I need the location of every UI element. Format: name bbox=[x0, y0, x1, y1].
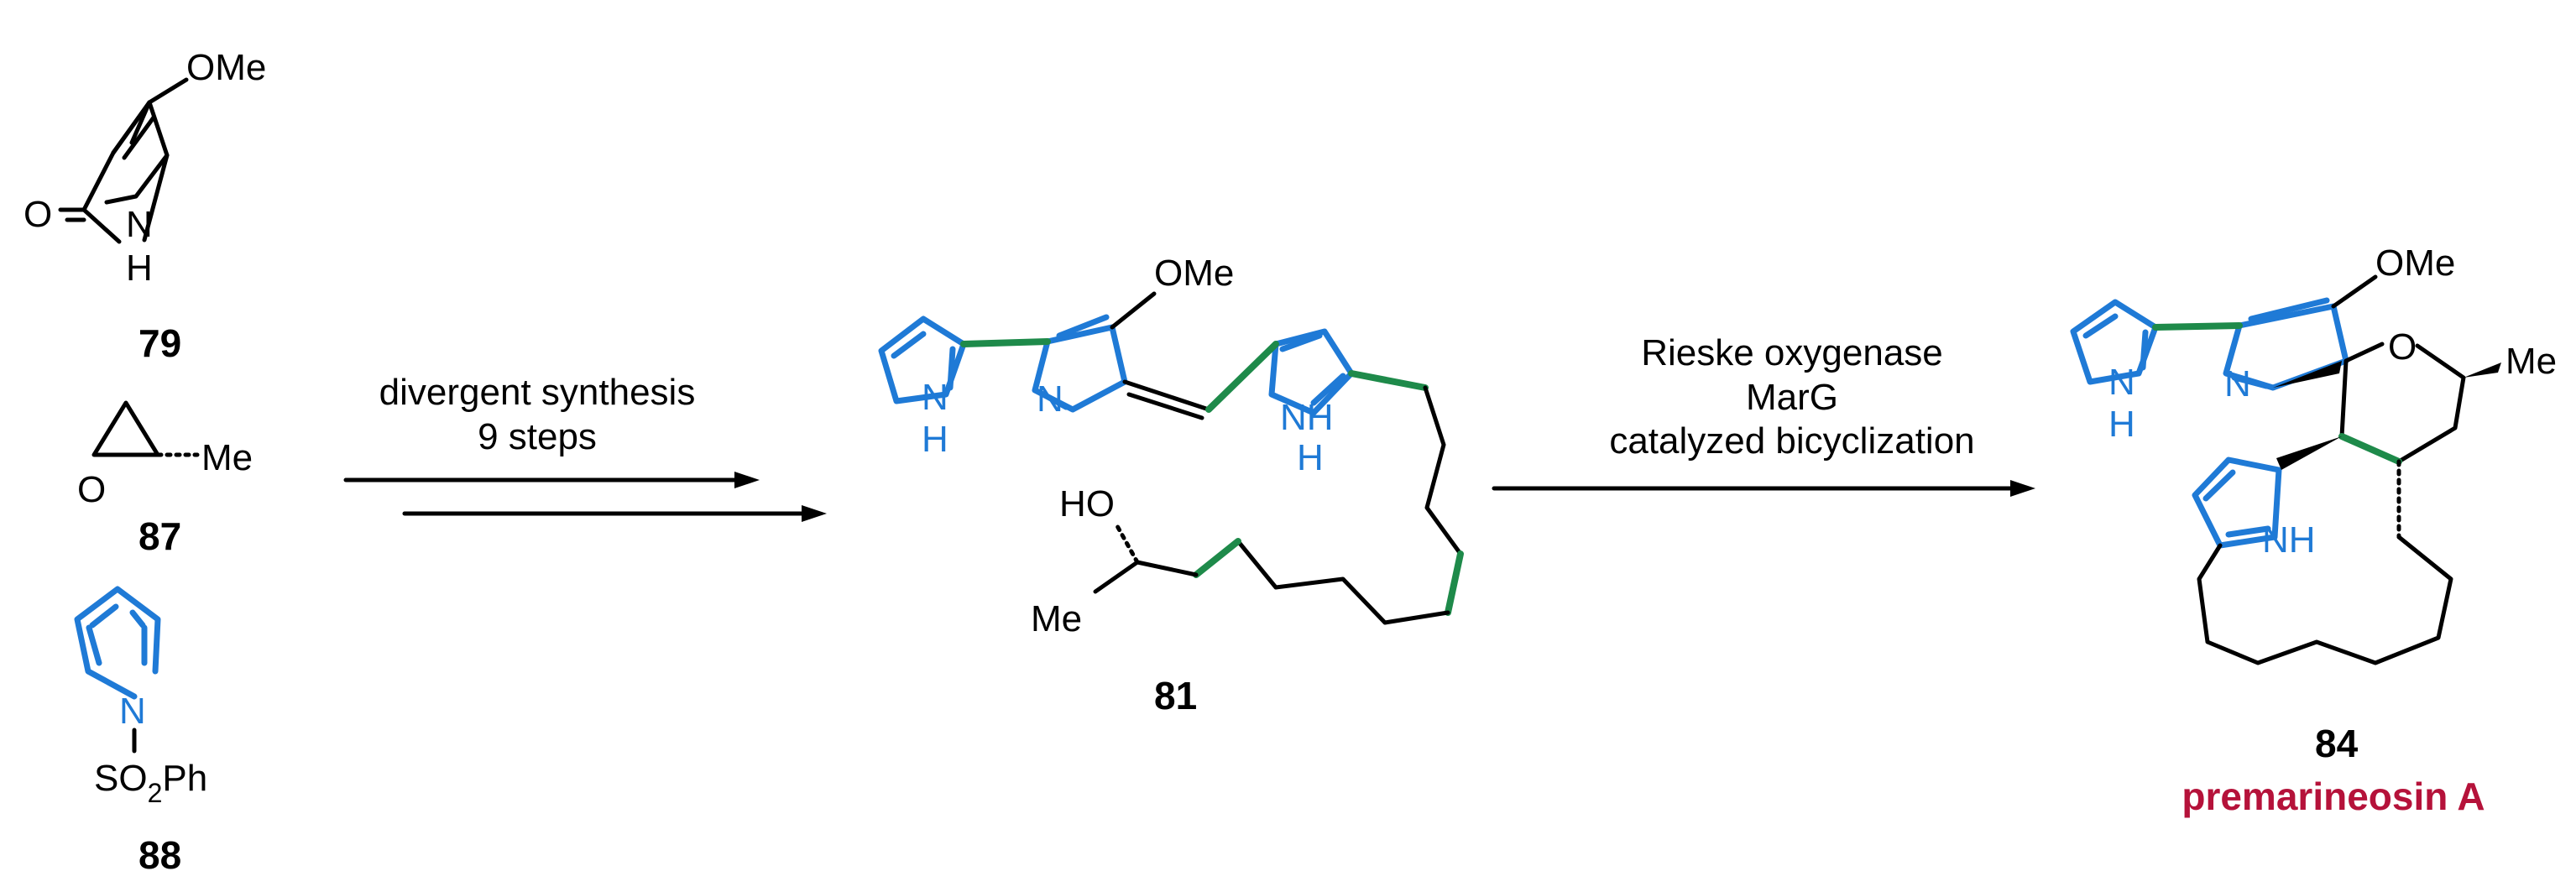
arrow2-arrow bbox=[1492, 480, 2035, 497]
compound-88-so2ph: SO2Ph bbox=[94, 758, 207, 808]
compound-84-nh2: NH bbox=[2262, 519, 2316, 561]
compound-84-imine-n: N bbox=[2224, 363, 2251, 404]
compound-84-me: Me bbox=[2505, 341, 2557, 382]
arrow1-arrows bbox=[343, 472, 827, 522]
compound-87-me: Me bbox=[201, 437, 253, 478]
compound-84-nh1-h: H bbox=[2108, 404, 2135, 445]
compound-87-number: 87 bbox=[138, 514, 181, 558]
arrow1-condition-line1: divergent synthesis bbox=[379, 372, 696, 413]
compound-87-structure bbox=[91, 400, 200, 457]
compound-84-structure bbox=[2070, 274, 2501, 665]
compound-81-nh1-n: N bbox=[922, 377, 948, 418]
compound-84-name: premarineosin A bbox=[2182, 775, 2485, 818]
arrow1-condition-line2: 9 steps bbox=[478, 416, 597, 457]
arrow2-condition-line1: Rieske oxygenase bbox=[1641, 332, 1943, 373]
compound-88-number: 88 bbox=[138, 833, 181, 877]
arrow2-condition-line3: catalyzed bicyclization bbox=[1609, 420, 1974, 462]
arrow2-condition-line2: MarG bbox=[1746, 377, 1838, 418]
compound-81-nh2-h: H bbox=[1297, 437, 1324, 478]
compound-81-number: 81 bbox=[1154, 674, 1197, 717]
compound-79-n: N bbox=[126, 204, 153, 245]
compound-88-structure bbox=[74, 586, 161, 754]
compound-81-ho: HO bbox=[1059, 483, 1115, 524]
compound-84-number: 84 bbox=[2315, 722, 2359, 765]
compound-81-imine-n: N bbox=[1037, 378, 1063, 420]
compound-84-ring-o: O bbox=[2388, 326, 2417, 368]
compound-81-nh2: NH bbox=[1280, 397, 1334, 438]
compound-81-nh1-h: H bbox=[922, 419, 948, 460]
compound-87-o: O bbox=[77, 469, 106, 510]
compound-79-h: H bbox=[126, 248, 153, 289]
compound-84-ome: OMe bbox=[2375, 243, 2455, 284]
compound-79-structure bbox=[58, 77, 189, 244]
compound-81-ome: OMe bbox=[1154, 253, 1234, 294]
compound-81-structure bbox=[878, 291, 1464, 625]
compound-88-n: N bbox=[119, 691, 146, 732]
compound-79-number: 79 bbox=[138, 321, 181, 365]
compound-79-ome: OMe bbox=[186, 47, 266, 88]
compound-81-me: Me bbox=[1031, 598, 1082, 639]
compound-84-nh1-n: N bbox=[2108, 362, 2135, 403]
compound-79-carbonyl-o: O bbox=[24, 194, 52, 235]
